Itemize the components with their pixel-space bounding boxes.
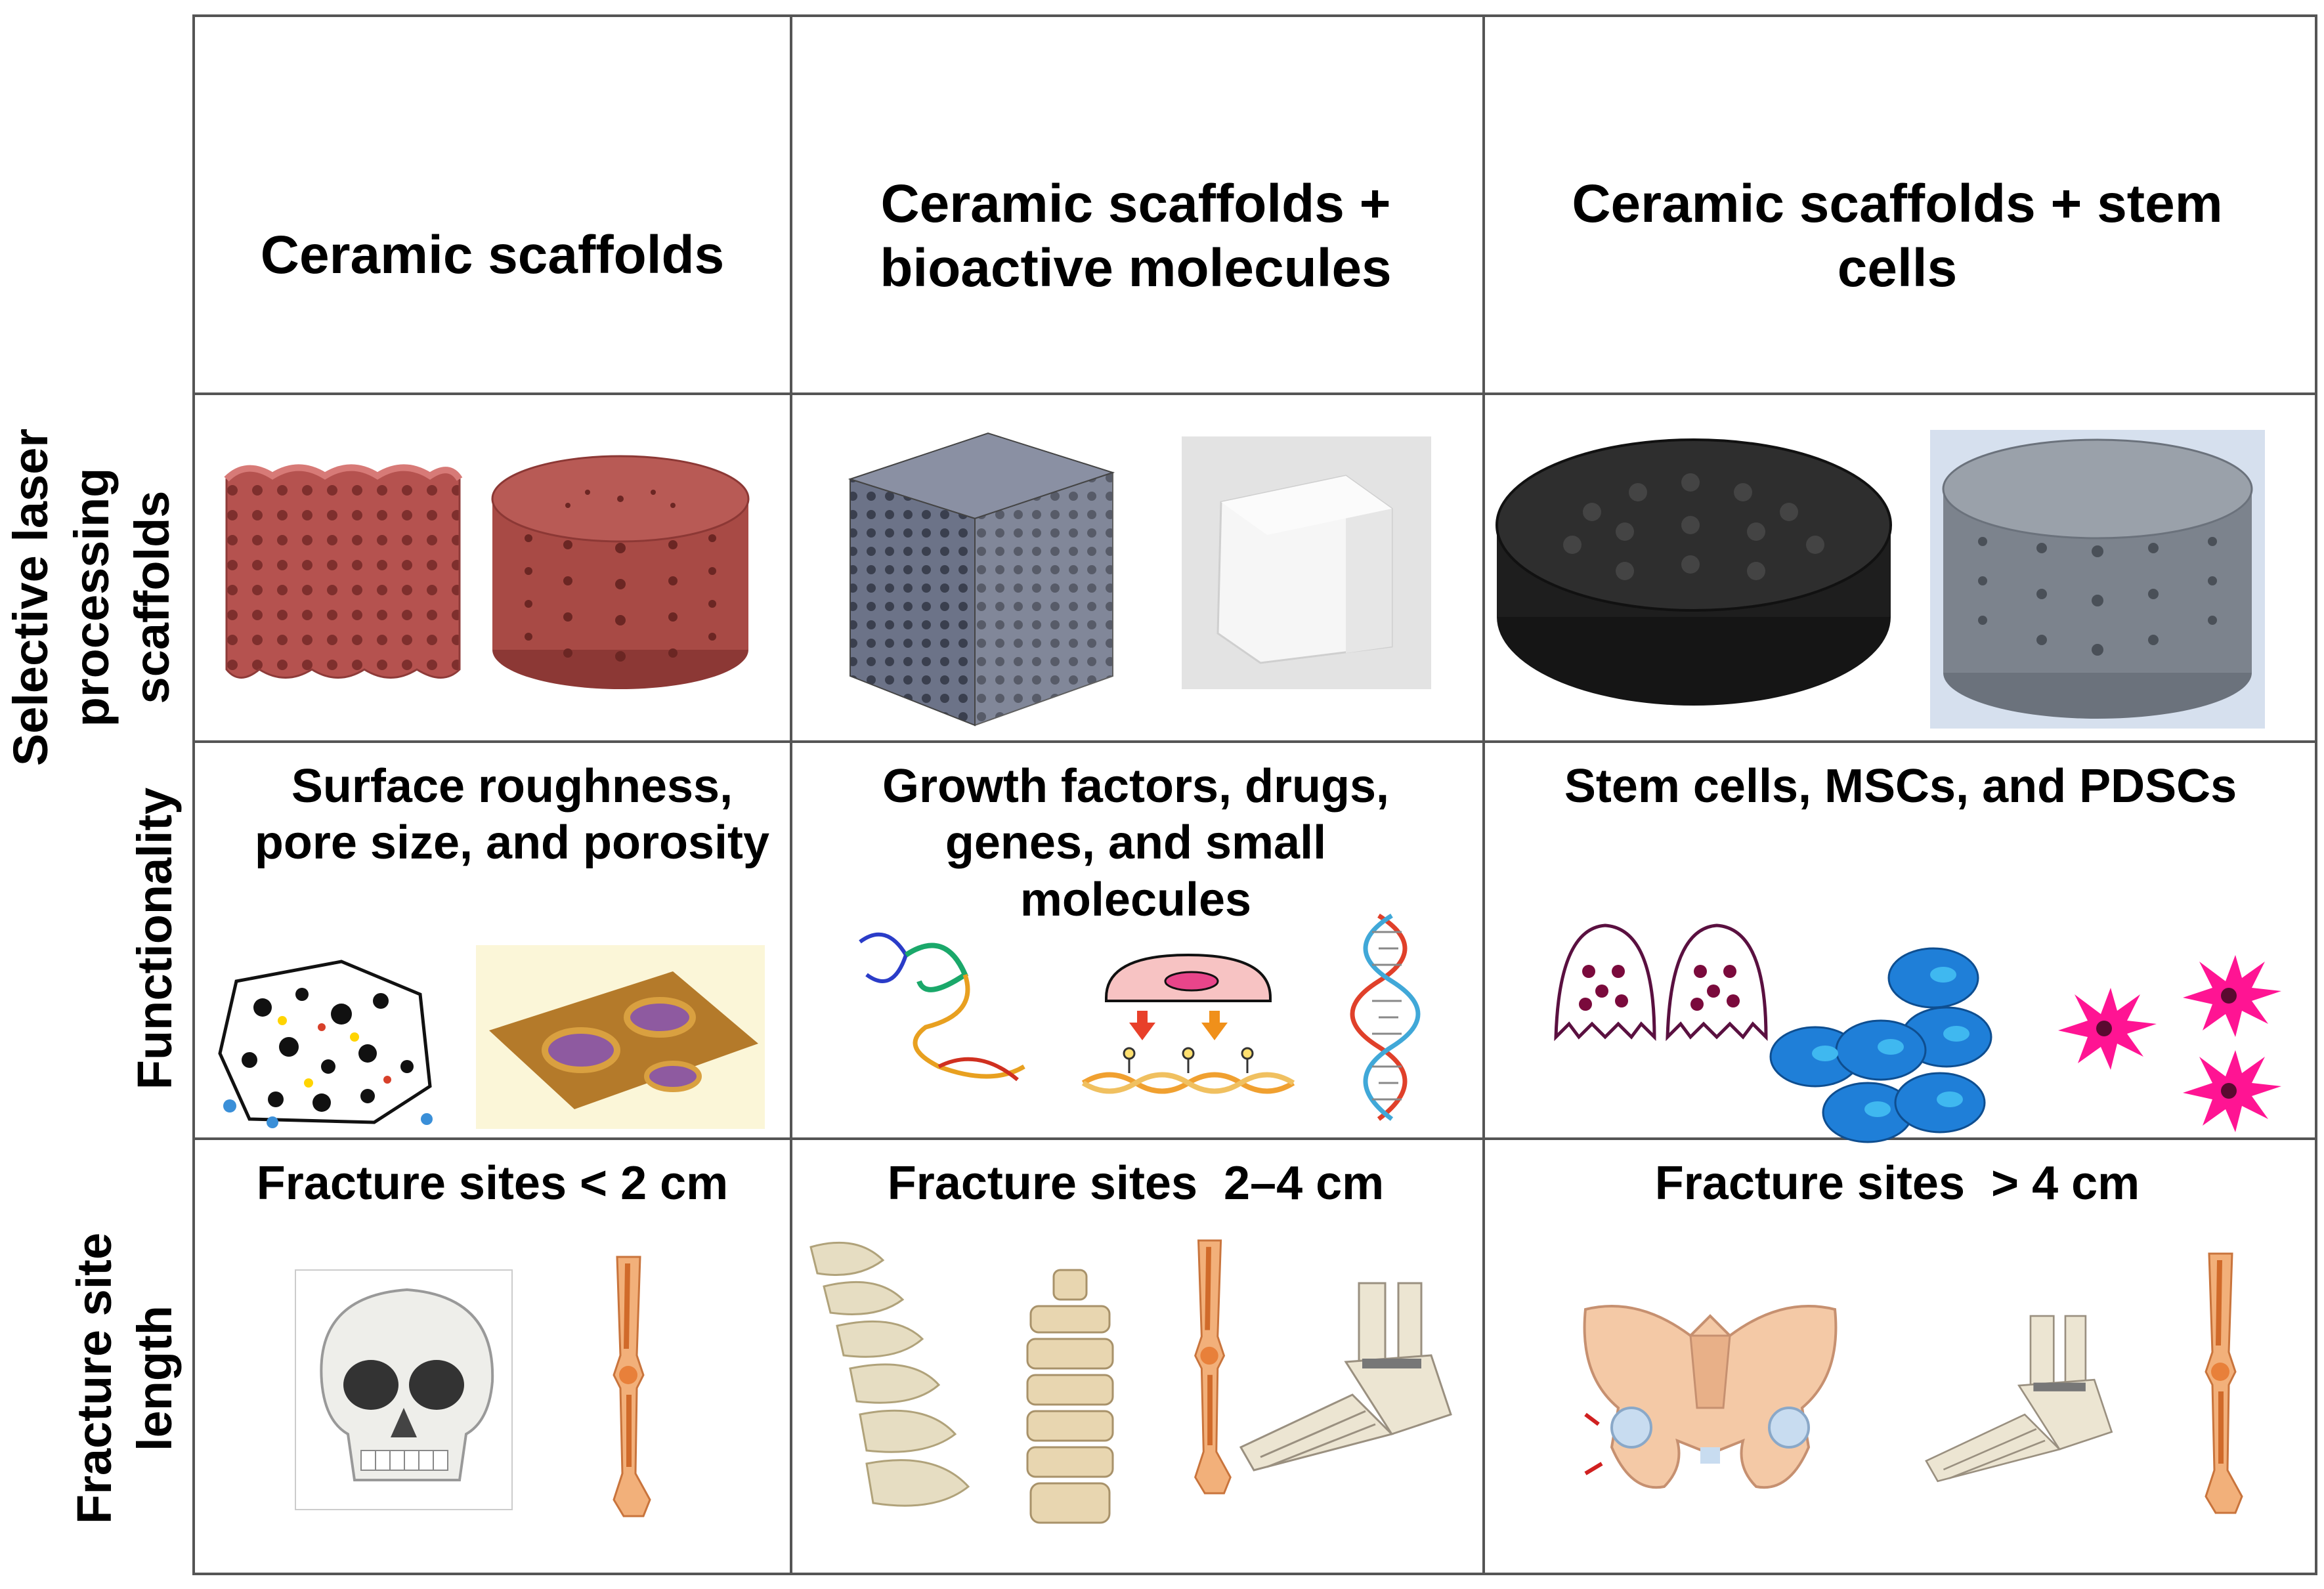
lattice-scaffold-icon — [224, 464, 463, 679]
column-header-ceramic-scaffolds: Ceramic scaffolds — [260, 225, 725, 285]
cell-icon — [1554, 923, 1768, 1042]
dna-helix-icon — [1350, 914, 1421, 1121]
foot-bone-icon — [1925, 1315, 2113, 1483]
leg-bone-icon — [613, 1256, 651, 1517]
grid-line-h2 — [192, 740, 2317, 743]
pelvis-icon — [1583, 1305, 1838, 1489]
cube-scaffold-icon — [848, 432, 1115, 727]
msc-cells-icon — [1769, 947, 1992, 1143]
spine-icon — [809, 1241, 970, 1507]
row-label-functionality: Functionality — [127, 787, 182, 1090]
disc-scaffold-icon — [1496, 438, 1892, 706]
grid-line-v4 — [2315, 14, 2317, 1575]
leg-bone-icon — [1194, 1239, 1232, 1494]
grid-line-v2 — [790, 14, 792, 1575]
functionality-text-stem-cells: Stem cells, MSCs, and PDSCs — [1564, 760, 2237, 813]
vertebrae-icon — [1026, 1269, 1114, 1524]
row-label-fracture-site-length: Fracture site length — [53, 1181, 197, 1575]
leg-bone-icon — [2205, 1252, 2243, 1514]
column-header-stem-cells: Ceramic scaffolds + stem cells — [1572, 174, 2223, 299]
fracture-text-small: Fracture sites < 2 cm — [256, 1157, 729, 1210]
grid-line-v1 — [192, 14, 195, 1575]
row-label-text: Fracture site length — [66, 1232, 183, 1525]
grid-line-v3 — [1482, 14, 1485, 1575]
grid-line-h0 — [192, 14, 2317, 17]
foot-bone-icon — [1239, 1282, 1452, 1472]
grid-line-h3 — [192, 1137, 2317, 1140]
fracture-text-large: Fracture sites > 4 cm — [1654, 1157, 2140, 1210]
fracture-text-medium: Fracture sites 2–4 cm — [887, 1157, 1385, 1210]
cylinder-scaffold-icon — [491, 455, 750, 689]
cylinder-scaffold-gray-icon — [1930, 430, 2265, 729]
functionality-text-ceramic: Surface roughness, pore size, and porosi… — [254, 760, 770, 870]
row-label-selective-laser-processing: Selective laser processing scaffolds — [0, 394, 184, 801]
surface-topography-icon — [476, 945, 765, 1129]
porous-network-icon — [218, 960, 433, 1128]
cell-receptor-icon — [1081, 953, 1295, 1094]
column-header-bioactive-molecules: Ceramic scaffolds + bioactive molecules — [880, 174, 1392, 299]
grid-line-h4 — [192, 1573, 2317, 1575]
skull-icon — [295, 1269, 513, 1510]
row-label-text: Selective laser processing scaffolds — [3, 428, 180, 767]
protein-icon — [859, 932, 1025, 1082]
grid-line-h1 — [192, 392, 2317, 395]
foam-cube-icon — [1182, 436, 1431, 689]
pdsc-cells-icon — [2058, 955, 2281, 1132]
functionality-text-bioactive: Growth factors, drugs, genes, and small … — [882, 760, 1390, 926]
